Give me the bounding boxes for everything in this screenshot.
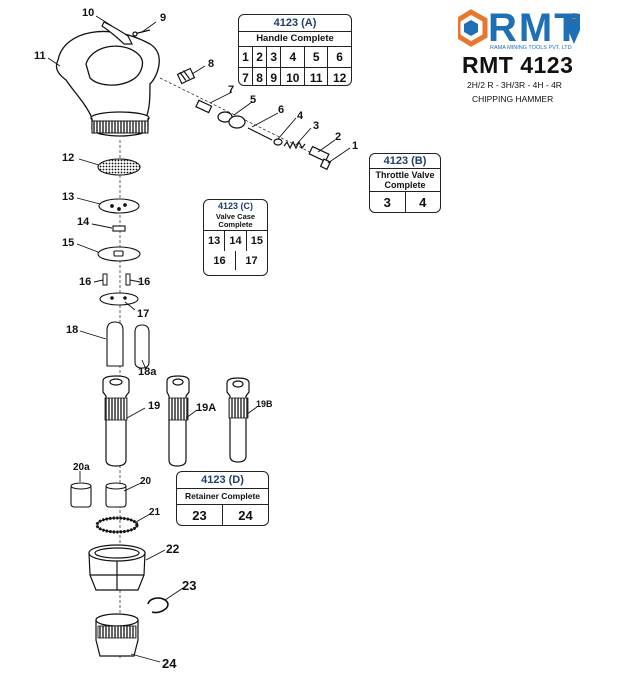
kit-d-cell: 23 — [177, 504, 223, 525]
kit-a-cell: 4 — [280, 46, 306, 68]
kit-c-valve-case: 4123 (C) Valve Case Complete 13 14 15 16… — [203, 199, 268, 276]
kit-a-handle-complete: 4123 (A) Handle Complete 1 2 3 4 5 6 7 8… — [238, 14, 352, 86]
callout-13: 13 — [62, 191, 75, 203]
callout-7: 7 — [228, 84, 235, 96]
kit-c-title: Valve Case Complete — [204, 212, 267, 230]
kit-a-cell: 9 — [266, 67, 282, 85]
logo-tagline: RAMA MINING TOOLS PVT. LTD — [490, 45, 572, 51]
callout-12: 12 — [62, 152, 75, 164]
kit-a-code: 4123 (A) — [273, 17, 317, 29]
callout-20: 20 — [140, 476, 152, 487]
callout-10: 10 — [82, 7, 95, 19]
inlet-fitting — [176, 67, 196, 85]
valve-disc — [112, 225, 126, 232]
barrels — [102, 375, 250, 467]
callout-11: 11 — [34, 50, 46, 62]
callout-23: 23 — [182, 578, 197, 593]
kit-d-retainer-complete: 4123 (D) Retainer Complete 23 24 — [176, 471, 269, 526]
valve-plate — [98, 198, 140, 214]
callout-17: 17 — [137, 308, 150, 320]
kit-a-cell: 1 — [239, 46, 253, 68]
callout-22: 22 — [166, 542, 180, 556]
kit-a-cell: 8 — [251, 67, 268, 85]
model-title: RMT 4123 — [462, 52, 574, 78]
kit-a-cell: 11 — [304, 67, 329, 85]
callout-2: 2 — [335, 131, 342, 143]
kit-a-cell: 3 — [266, 46, 282, 68]
kit-c-title-line2: Complete — [218, 220, 253, 229]
valve-seat-plate — [99, 292, 139, 306]
valve-pins — [102, 273, 131, 286]
kit-a-cell: 5 — [304, 46, 329, 68]
retainer-body — [88, 544, 146, 591]
kit-b-parts: 3 4 — [370, 191, 440, 212]
kit-c-cell: 14 — [224, 230, 247, 251]
kit-d-title: Retainer Complete — [177, 488, 268, 504]
kit-d-code: 4123 (D) — [201, 474, 244, 486]
kit-d-cell: 24 — [222, 504, 268, 525]
callout-19A: 19A — [196, 402, 217, 414]
kit-c-parts-row2: 16 17 — [204, 251, 267, 270]
kit-a-title: Handle Complete — [239, 31, 351, 46]
callout-21: 21 — [149, 507, 161, 518]
kit-c-title-line1: Valve Case — [215, 212, 256, 221]
kit-b-title-line2: Complete — [384, 180, 426, 190]
nozzle-retainer — [95, 613, 139, 657]
kit-a-parts: 1 2 3 4 5 6 7 8 9 10 11 12 — [239, 46, 351, 85]
kit-b-title: Throttle Valve Complete — [370, 168, 440, 191]
circlip — [147, 597, 169, 614]
kit-a-cell: 7 — [239, 67, 253, 85]
callout-leaders — [47, 15, 351, 663]
callout-16-left: 16 — [79, 276, 92, 288]
kit-c-cell: 13 — [204, 230, 226, 251]
kit-c-cell: 15 — [245, 230, 267, 251]
kit-c-cell: 16 — [204, 251, 236, 270]
throttle-lever — [101, 21, 133, 45]
callout-5: 5 — [250, 94, 257, 106]
kit-c-parts: 13 14 15 — [204, 230, 267, 251]
callout-20a: 20a — [73, 462, 90, 473]
kit-b-cell: 3 — [370, 191, 406, 212]
logo-mark — [455, 9, 580, 47]
kit-c-code: 4123 (C) — [217, 201, 253, 211]
retainer-ring — [95, 516, 139, 534]
kit-b-title-line1: Throttle Valve — [375, 170, 435, 180]
callout-24: 24 — [162, 656, 177, 671]
lever-pin — [132, 29, 151, 37]
callout-14: 14 — [77, 216, 90, 228]
callout-8: 8 — [208, 58, 215, 70]
logo-letters: RMT — [488, 6, 581, 50]
kit-b-cell: 4 — [404, 191, 440, 212]
callout-6: 6 — [278, 104, 285, 116]
kit-c-cell: 17 — [235, 251, 267, 270]
throttle-valve-parts — [195, 99, 332, 171]
kit-b-code: 4123 (B) — [383, 155, 427, 167]
valve-case — [97, 246, 141, 262]
callout-19: 19 — [148, 400, 161, 412]
callout-18: 18 — [66, 324, 79, 336]
callout-15: 15 — [62, 237, 75, 249]
kit-a-cell: 6 — [327, 46, 351, 68]
kit-d-parts: 23 24 — [177, 504, 268, 525]
kit-a-cell: 12 — [327, 67, 351, 85]
screen-mesh — [97, 158, 141, 176]
callout-16-right: 16 — [138, 276, 151, 288]
callout-19B: 19B — [256, 399, 273, 409]
callout-9: 9 — [160, 12, 167, 24]
callout-18a: 18a — [138, 366, 157, 378]
model-variants: 2H/2 R - 3H/3R - 4H - 4R — [467, 80, 562, 90]
handle-knurl-ring — [91, 120, 149, 134]
kit-a-cell: 10 — [280, 67, 306, 85]
model-type: CHIPPING HAMMER — [472, 94, 554, 104]
pistons — [106, 321, 150, 369]
callout-4: 4 — [297, 110, 304, 122]
company-logo: RMT RAMA MINING TOOLS PVT. LTD — [455, 6, 608, 60]
handle-body — [55, 30, 160, 137]
kit-a-cell: 2 — [251, 46, 268, 68]
bushings — [70, 482, 127, 508]
callout-3: 3 — [313, 120, 320, 132]
kit-b-throttle-valve: 4123 (B) Throttle Valve Complete 3 4 — [369, 153, 441, 213]
callout-1: 1 — [352, 140, 359, 152]
